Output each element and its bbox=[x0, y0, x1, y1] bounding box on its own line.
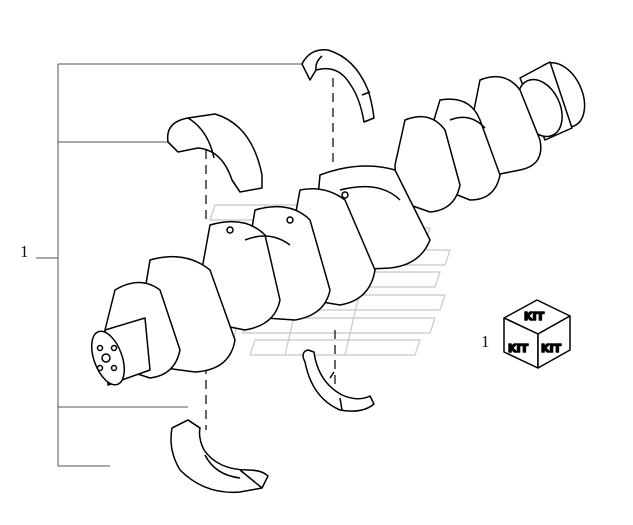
alignment-lines bbox=[205, 78, 336, 430]
kit-callout-number: 1 bbox=[481, 332, 490, 351]
main-bearing-shell-icon bbox=[166, 113, 263, 193]
thrust-washer-icon bbox=[302, 349, 375, 412]
kit-right-label: KIT bbox=[541, 342, 562, 355]
kit-box-icon: KIT KIT KIT bbox=[503, 299, 571, 369]
kit-top-label: KIT bbox=[524, 310, 545, 323]
thrust-washer-icon bbox=[301, 49, 375, 123]
main-bearing-shell-icon bbox=[170, 419, 269, 494]
assembly-callout-number: 1 bbox=[20, 242, 29, 261]
callout-bracket bbox=[36, 63, 302, 467]
kit-left-label: KIT bbox=[508, 342, 529, 355]
crankshaft-drawing bbox=[90, 61, 586, 386]
